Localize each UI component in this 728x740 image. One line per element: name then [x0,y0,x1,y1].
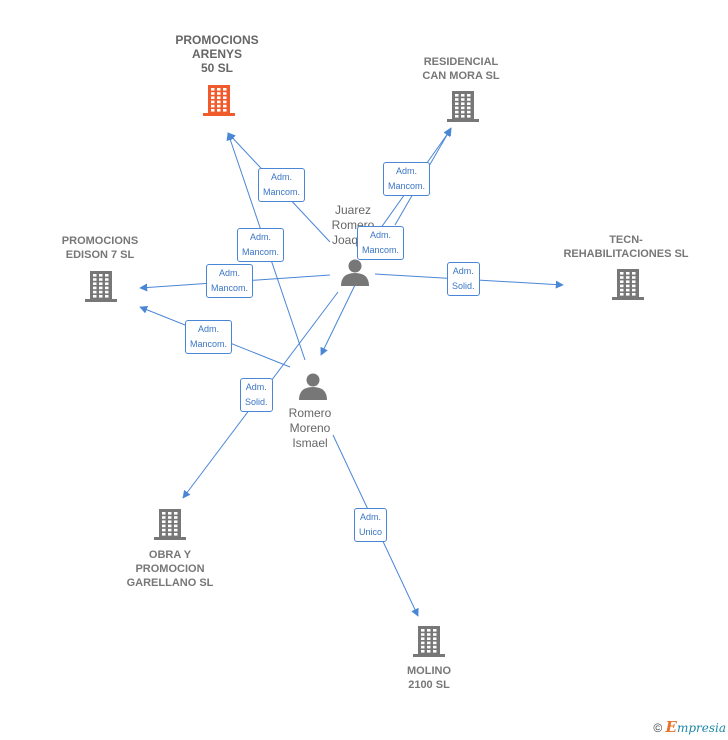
role-badge[interactable]: Adm. Mancom. [258,168,306,202]
person-icon[interactable] [341,259,369,287]
building-icon[interactable] [447,91,479,122]
person-label-romero[interactable]: Romero Moreno Ismael [288,406,332,450]
company-label-tecn[interactable]: TECN- REHABILITACIONES SL [563,234,689,260]
brand-initial: E [665,718,677,736]
role-badge[interactable]: Adm. Mancom. [206,264,254,298]
role-badge[interactable]: Adm. Solid. [447,262,480,296]
copyright-footer: © Empresia [653,718,726,736]
company-label-arenys[interactable]: PROMOCIONS ARENYS 50 SL [175,33,259,75]
brand-rest: mpresia [676,721,726,735]
company-label-canmora[interactable]: RESIDENCIAL CAN MORA SL [422,56,500,82]
building-icon[interactable] [154,509,186,540]
person-icon[interactable] [299,373,327,401]
role-badge[interactable]: Adm. Mancom. [383,162,431,196]
relationship-edge [320,284,356,356]
company-label-edison[interactable]: PROMOCIONS EDISON 7 SL [61,235,139,261]
building-icon[interactable] [413,626,445,657]
building-icon[interactable] [85,271,117,302]
role-badge[interactable]: Adm. Mancom. [357,226,405,260]
company-label-garellano[interactable]: OBRA Y PROMOCION GARELLANO SL [126,549,214,589]
brand-logo: Empresia [665,718,727,736]
role-badge[interactable]: Adm. Mancom. [237,228,285,262]
role-badge[interactable]: Adm. Mancom. [185,320,233,354]
building-icon[interactable] [612,269,644,300]
company-label-molino[interactable]: MOLINO 2100 SL [407,665,451,691]
node-layer [85,85,644,657]
building-icon[interactable] [203,85,235,116]
edge-layer [139,127,564,617]
role-badge[interactable]: Adm. Unico [354,508,388,542]
copyright-symbol: © [653,721,663,735]
role-badge[interactable]: Adm. Solid. [240,378,273,412]
